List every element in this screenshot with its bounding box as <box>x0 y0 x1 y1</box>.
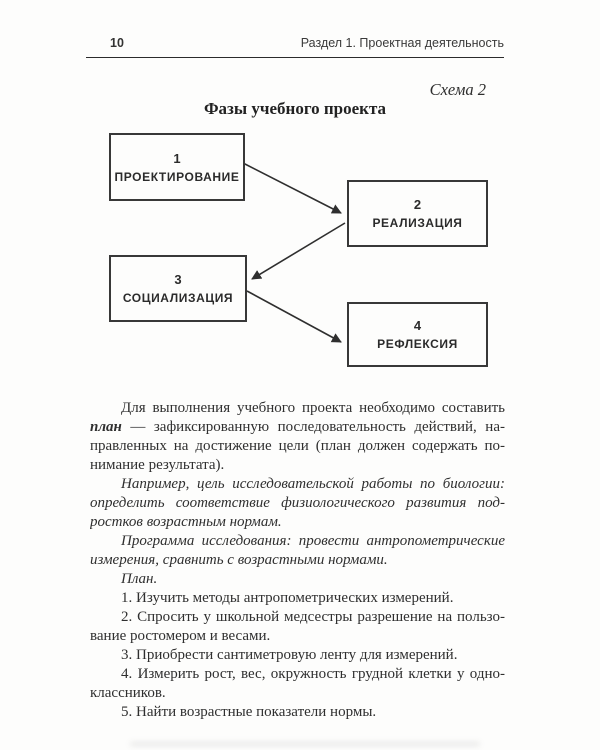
text-line: Для выполнения учебного проекта необходи… <box>121 400 505 416</box>
text-line: 1. Изучить методы антропометрических изм… <box>121 590 454 606</box>
text-line: 5. Найти возрастные показатели нормы. <box>121 704 377 720</box>
running-head: 10 Раздел 1. Проектная деятельность <box>86 36 504 58</box>
arrow-3-to-4 <box>246 290 342 343</box>
page-number: 10 <box>110 36 124 50</box>
body-text: Для выполнения учебного проекта необходи… <box>90 399 505 722</box>
phase-label: СОЦИАЛИЗАЦИЯ <box>122 291 234 305</box>
emphasis-term: план <box>90 419 122 435</box>
text-line: классников. <box>90 685 166 701</box>
text-line: 3. Приобрести сантиметровую ленту для из… <box>121 647 458 663</box>
header-title: Раздел 1. Проектная деятельность <box>300 36 504 50</box>
text-line: определить соответствие физиологического… <box>90 495 505 511</box>
text-line: измерения, сравнить с возрастными нормам… <box>90 552 388 568</box>
text-line: Например, цель исследовательской работы … <box>121 476 505 492</box>
phase-number: 2 <box>413 197 422 212</box>
text-line: правленных на достижение цели (план долж… <box>90 438 505 454</box>
phase-box-4: 4 РЕФЛЕКСИЯ <box>347 302 488 367</box>
phase-box-3: 3 СОЦИАЛИЗАЦИЯ <box>109 255 247 322</box>
phase-number: 1 <box>173 150 181 166</box>
text-line: план — зафиксированную последовательност… <box>90 419 505 435</box>
text-line: 4. Измерить рост, вес, окружность грудно… <box>121 666 505 682</box>
phase-box-1: 1 ПРОЕКТИРОВАНИЕ <box>109 133 245 201</box>
text-line: нимание результата). <box>90 457 225 473</box>
page-title: Фазы учебного проекта <box>203 99 387 118</box>
arrow-1-to-2 <box>242 162 342 214</box>
phase-label: РЕФЛЕКСИЯ <box>377 337 458 351</box>
text-line: Программа исследования: провести антропо… <box>121 533 505 549</box>
text-line: ростков возрастным нормам. <box>90 514 282 530</box>
phase-label: РЕАЛИЗАЦИЯ <box>372 216 463 230</box>
text-line: вание ростомером и весами. <box>90 628 271 644</box>
phase-label: ПРОЕКТИРОВАНИЕ <box>114 169 240 184</box>
phase-number: 4 <box>413 318 422 333</box>
text-line: 2. Спросить у школьной медсестры разреше… <box>121 609 505 625</box>
text-line: План. <box>121 571 158 587</box>
schema-label: Схема 2 <box>429 80 486 99</box>
scan-artifact <box>130 742 480 746</box>
arrow-2-to-3 <box>251 222 346 280</box>
phase-number: 3 <box>174 272 182 287</box>
phase-box-2: 2 РЕАЛИЗАЦИЯ <box>347 180 488 247</box>
